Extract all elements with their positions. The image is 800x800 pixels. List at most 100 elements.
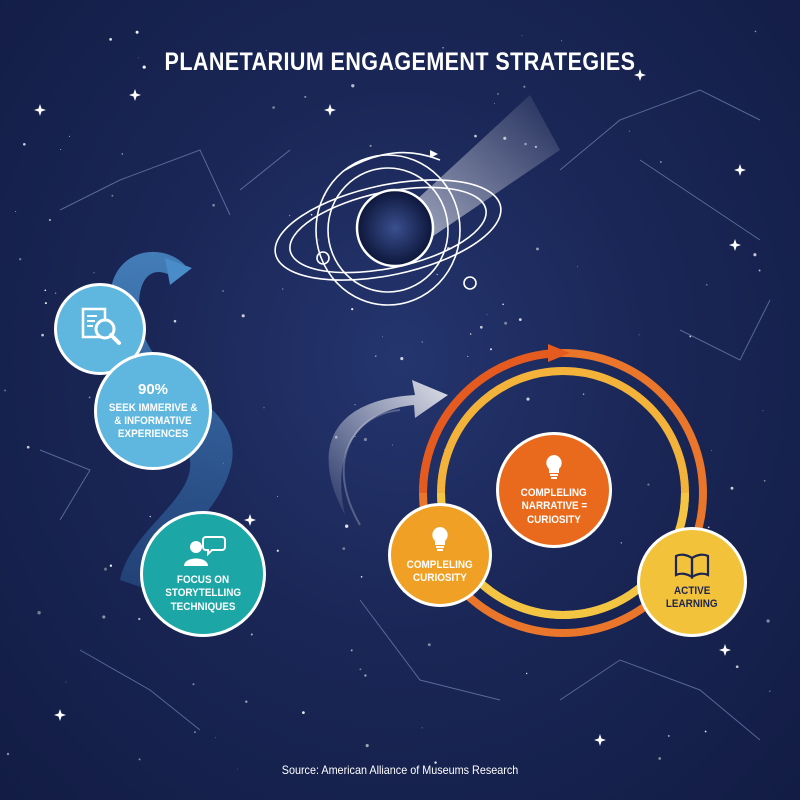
active-learning-node: ACTIVE LEARNING	[637, 527, 747, 637]
star	[502, 303, 504, 306]
star	[318, 239, 320, 241]
starfield	[4, 30, 771, 770]
planet-core	[355, 188, 435, 268]
star	[754, 30, 757, 33]
star	[345, 524, 349, 528]
star	[173, 319, 177, 323]
star	[350, 649, 353, 652]
star	[354, 436, 356, 438]
sparkle-star	[729, 239, 741, 251]
star	[54, 292, 57, 294]
star	[434, 761, 437, 764]
star	[304, 95, 307, 98]
source-citation: Source: American Alliance of Museums Res…	[281, 763, 519, 777]
star	[265, 49, 267, 51]
story-line-3: TECHNIQUES	[170, 600, 236, 613]
star	[479, 325, 483, 329]
star	[109, 564, 113, 567]
star	[351, 84, 355, 88]
left-flow-arrowhead	[165, 258, 192, 285]
cur-line-2: CURIOSITY	[413, 572, 467, 584]
star	[769, 690, 771, 692]
star	[354, 404, 356, 406]
narr-line-1: COMPLELING	[520, 487, 588, 500]
star	[15, 211, 17, 213]
active-line-2: LEARNING	[666, 598, 718, 610]
star	[374, 355, 377, 358]
star	[222, 290, 224, 292]
star	[237, 768, 239, 770]
star	[493, 103, 496, 105]
constellation-lines	[39, 89, 771, 741]
story-line-1: FOCUS ON	[176, 574, 230, 587]
star	[753, 253, 757, 257]
star	[706, 284, 708, 286]
star	[369, 144, 372, 147]
star	[41, 333, 44, 337]
star	[4, 389, 7, 392]
star	[497, 92, 499, 95]
star	[103, 567, 108, 571]
star	[310, 213, 313, 216]
active-line-1: ACTIVE	[673, 584, 711, 597]
star	[245, 700, 248, 703]
curiosity-node: COMPLELING CURIOSITY	[388, 503, 492, 607]
seek-line-3: EXPERIENCES	[117, 428, 189, 441]
star	[730, 486, 734, 490]
star	[135, 30, 139, 34]
star	[263, 407, 265, 409]
star	[272, 106, 275, 109]
star	[359, 668, 362, 671]
storytelling-node: FOCUS ON STORYTELLING TECHNIQUES	[140, 511, 266, 637]
star	[526, 672, 528, 675]
star	[282, 288, 284, 290]
star	[65, 681, 67, 683]
research-node	[54, 283, 146, 375]
star	[365, 744, 369, 748]
sparkle-star	[594, 734, 606, 746]
star	[421, 727, 423, 729]
star	[37, 611, 41, 615]
cur-line-1: COMPLELING	[406, 558, 474, 571]
star	[421, 341, 423, 343]
star	[628, 130, 631, 132]
star	[6, 752, 10, 756]
person-speech-bubble-icon	[184, 536, 226, 567]
story-line-2: STORYTELLING	[165, 587, 241, 600]
star	[707, 526, 710, 529]
star	[710, 450, 712, 452]
star	[486, 313, 488, 315]
sparkle-star	[634, 69, 646, 81]
star	[192, 683, 195, 686]
star	[660, 161, 662, 163]
planet-arrow	[430, 150, 438, 158]
center-flow-arrow-trail	[342, 409, 401, 526]
seek-percent: 90%	[137, 380, 169, 398]
star	[582, 393, 585, 395]
sparkle-star	[244, 514, 256, 526]
star	[48, 218, 51, 222]
star	[102, 615, 106, 619]
lightbulb-icon	[432, 526, 448, 551]
star	[382, 336, 384, 338]
star	[194, 731, 196, 733]
star	[504, 321, 508, 325]
star	[93, 272, 95, 274]
star	[68, 135, 71, 137]
star	[658, 757, 662, 760]
star	[638, 334, 640, 336]
star	[735, 665, 739, 669]
star	[474, 134, 477, 138]
seek-experiences-node: 90% SEEK IMMERIVE & & INFORMATIVE EXPERI…	[94, 352, 212, 470]
star	[467, 355, 469, 357]
star	[22, 142, 26, 146]
narr-line-3: CURIOSITY	[527, 513, 581, 526]
star	[109, 38, 112, 41]
star	[88, 396, 91, 399]
star	[111, 194, 114, 197]
star	[436, 273, 438, 276]
star	[138, 617, 141, 621]
center-flow-arrow	[328, 380, 448, 515]
star	[364, 674, 367, 677]
